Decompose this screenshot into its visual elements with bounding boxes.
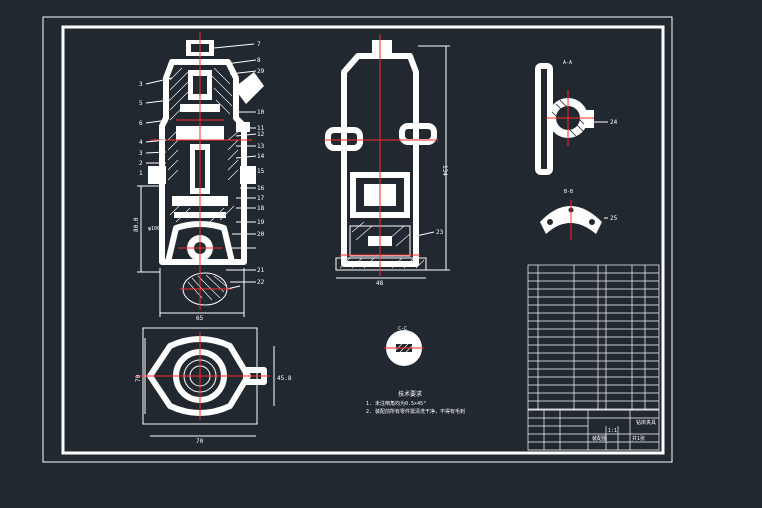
side-height-dim: 134 xyxy=(441,165,448,176)
part-num-21: 21 xyxy=(257,267,265,274)
part-num-29: 29 xyxy=(257,68,265,75)
part-num-7: 7 xyxy=(257,41,261,48)
part-num-14: 14 xyxy=(257,153,265,160)
top-height-dim: 70 xyxy=(135,374,142,382)
section-b-title: B-B xyxy=(564,189,573,195)
title-block-scale: 1:1 xyxy=(608,428,617,434)
side-item-label: 23 xyxy=(436,229,444,236)
section-b-item: 25 xyxy=(610,215,618,222)
title-block: 钻床夹具 1:1 共1张 装配图 xyxy=(527,409,660,451)
side-view: 134 48 23 xyxy=(324,34,450,287)
outer-frame xyxy=(42,16,673,463)
left-num-6: 6 xyxy=(139,120,143,127)
title-block-material: 装配图 xyxy=(592,435,607,442)
part-num-19: 19 xyxy=(257,219,265,226)
part-num-12: 12 xyxy=(257,131,265,138)
top-width-dim: 70 xyxy=(196,438,204,445)
left-num-4: 4 xyxy=(139,139,143,146)
tech-req-title: 技术要求 xyxy=(398,390,422,398)
tech-req-line-2: 2. 装配前所有零件需清洗干净，不得有毛刺 xyxy=(366,408,465,415)
section-c-view: C-C xyxy=(384,326,424,366)
part-number-labels: 7 8 29 9 10 11 12 13 14 15 16 17 18 19 2… xyxy=(257,41,265,286)
part-num-13: 13 xyxy=(257,143,265,150)
front-width-dim: 65 xyxy=(196,315,204,322)
parts-list-rows xyxy=(528,272,659,410)
part-num-15: 15 xyxy=(257,168,265,175)
left-num-3b: 3 xyxy=(139,150,143,157)
left-num-1: 1 xyxy=(139,170,143,177)
part-num-17: 17 xyxy=(257,195,265,202)
front-hatching xyxy=(167,67,239,223)
part-num-20: 20 xyxy=(257,231,265,238)
part-num-9: 9 xyxy=(257,81,261,88)
parts-list-table xyxy=(527,264,660,411)
title-block-name: 钻床夹具 xyxy=(636,419,656,426)
section-a-title: A-A xyxy=(563,60,572,66)
left-num-3a: 3 xyxy=(139,81,143,88)
tech-req-line-1: 1. 未注倒角均为0.5×45° xyxy=(366,400,426,407)
leader-lines-right xyxy=(213,43,257,283)
side-width-dim: 48 xyxy=(376,280,384,287)
part-num-8: 8 xyxy=(257,57,261,64)
inner-frame xyxy=(61,25,665,455)
front-height-dim: 80.0 xyxy=(133,217,140,232)
part-num-11: 11 xyxy=(257,125,265,132)
left-num-2: 2 xyxy=(139,160,143,167)
front-section-view: 80.0 65 φ100 7 8 xyxy=(133,32,265,322)
diameter-note: φ100 xyxy=(148,226,160,232)
part-num-16: 16 xyxy=(257,185,265,192)
part-num-22: 22 xyxy=(257,279,265,286)
section-a-view: A-A 24 xyxy=(535,60,618,175)
section-a-item: 24 xyxy=(610,119,618,126)
leader-lines-left: 3 5 6 4 3 2 1 xyxy=(139,77,173,177)
part-num-18: 18 xyxy=(257,205,265,212)
tech-requirements: 技术要求 1. 未注倒角均为0.5×45° 2. 装配前所有零件需清洗干净，不得… xyxy=(366,390,465,415)
part-num-10: 10 xyxy=(257,109,265,116)
title-block-sheet: 共1张 xyxy=(632,435,645,442)
top-view: 70 45.8 70 xyxy=(135,327,292,445)
section-c-title: C-C xyxy=(398,326,407,332)
top-right-dim: 45.8 xyxy=(277,375,292,382)
left-num-5: 5 xyxy=(139,100,143,107)
section-b-view: B-B 25 xyxy=(540,189,618,240)
